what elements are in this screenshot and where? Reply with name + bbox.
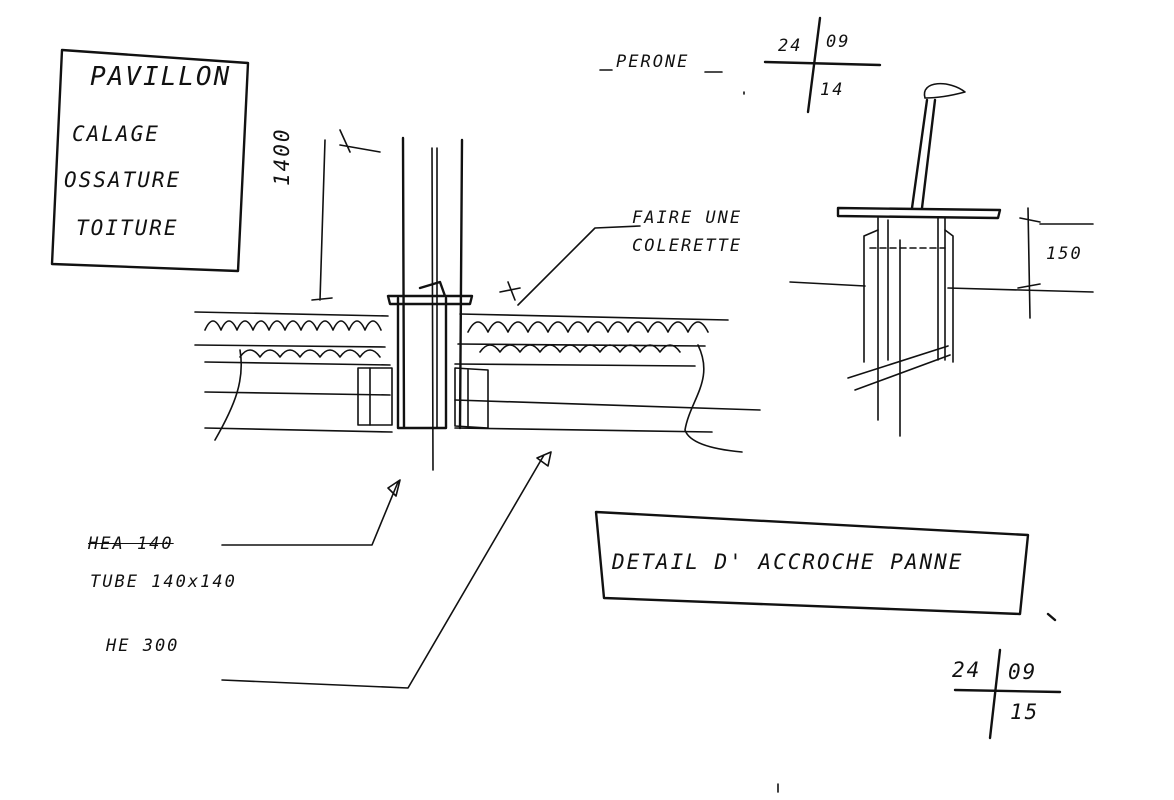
- post-struck-label: HEA 140: [88, 534, 174, 554]
- header-date-month: 09: [826, 32, 851, 52]
- header-date-day: 24: [778, 36, 803, 56]
- collar-leader: [499, 225, 641, 306]
- caption-text: DETAIL D' ACCROCHE PANNE: [612, 550, 964, 574]
- footer-date-cross: [953, 648, 1062, 740]
- main-section: [194, 129, 761, 689]
- title-box-item: OSSATURE: [64, 168, 182, 192]
- right-bracket: [454, 367, 489, 429]
- dimension-line-1400: [311, 129, 381, 301]
- title-box-item: TOITURE: [76, 216, 179, 240]
- left-bracket: [357, 367, 393, 426]
- insulation-right: [467, 321, 709, 333]
- beam-label: HE 300: [106, 636, 180, 656]
- post-tube: [396, 136, 464, 430]
- caption-box-frame: [594, 510, 1057, 622]
- title-box-frame: [50, 48, 250, 273]
- header-date-cross: [599, 16, 882, 114]
- insulation-left: [204, 320, 382, 331]
- title-box-heading: PAVILLON: [90, 62, 232, 92]
- footer-date-month: 09: [1008, 660, 1038, 684]
- dimension-collar: 150: [1046, 244, 1083, 264]
- header-date-year: 14: [820, 80, 845, 100]
- collar-note-line1: FAIRE UNE: [632, 208, 743, 228]
- collar: [386, 280, 474, 306]
- header-label: PERONE: [616, 52, 690, 72]
- dimension-height: 1400: [270, 127, 294, 186]
- title-box-item: CALAGE: [72, 122, 160, 146]
- collar-note-line2: COLERETTE: [632, 236, 743, 256]
- post-tube-label: TUBE 140x140: [90, 572, 237, 592]
- footer-date-year: 15: [1010, 700, 1040, 724]
- post-leader: [221, 479, 401, 546]
- footer-date-day: 24: [952, 658, 982, 682]
- side-detail: [789, 82, 1094, 437]
- beam-leader: [221, 451, 552, 689]
